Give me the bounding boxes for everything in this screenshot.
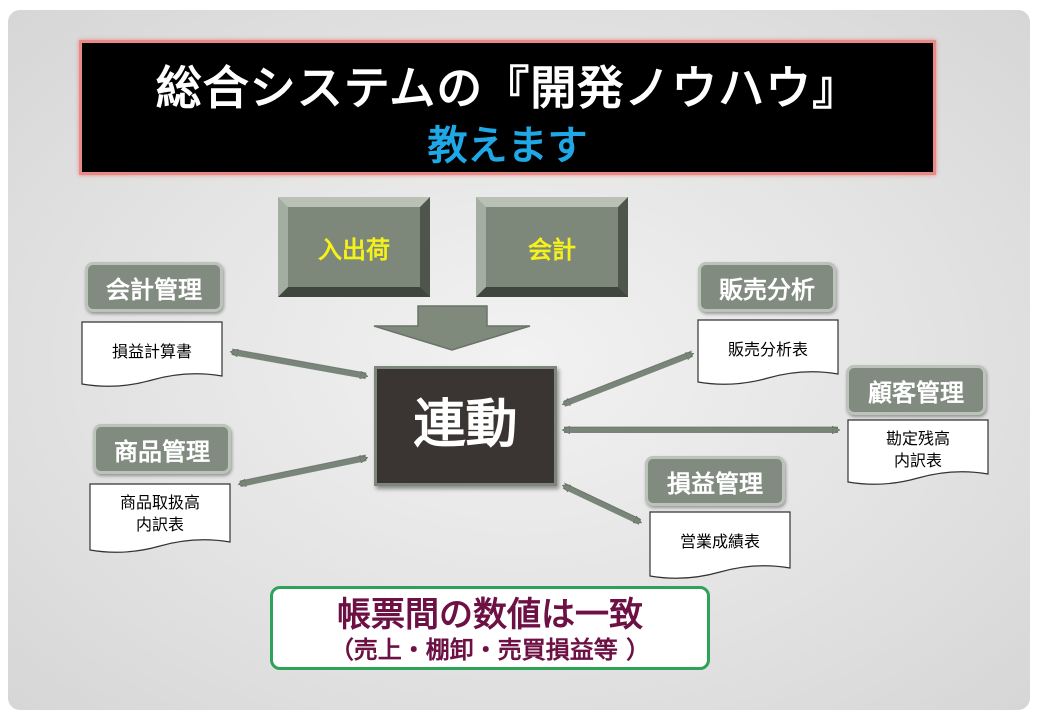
doc-sales-results: 営業成績表 [679, 532, 760, 551]
doc-shape-product-breakdown [89, 483, 231, 553]
banner-subtitle: 教えます [427, 123, 588, 169]
doc-shape-sales-analysis [697, 319, 839, 385]
center-linkage-box: 連動 [374, 366, 557, 486]
summary-sub: （売上・棚卸・売買損益等 ） [329, 636, 651, 664]
tag-accounting-management: 会計管理 [85, 262, 223, 312]
connector-sales [564, 351, 692, 407]
doc-shape-sales-results [649, 511, 791, 579]
doc-balance-breakdown-line2: 内訳表 [893, 451, 942, 470]
summary-box: 帳票間の数値は一致 （売上・棚卸・売買損益等 ） [270, 586, 710, 670]
doc-shape-income-statement [81, 321, 223, 387]
doc-shape-balance-breakdown [847, 419, 989, 485]
doc-sales-analysis: 販売分析表 [727, 340, 808, 359]
doc-product-breakdown: 商品取扱高 内訳表 [90, 492, 230, 536]
doc-balance-breakdown-line1: 勘定残高 [885, 429, 950, 448]
tag-profit-management: 損益管理 [645, 456, 785, 506]
summary-main: 帳票間の数値は一致 [337, 595, 643, 635]
source-box-shipping: 入出荷 [278, 197, 430, 297]
doc-product-breakdown-line2: 内訳表 [135, 515, 184, 534]
doc-product-breakdown-line1: 商品取扱高 [119, 493, 200, 512]
connector-products [240, 458, 366, 484]
connector-accounting [232, 352, 366, 376]
doc-income-statement: 損益計算書 [111, 342, 192, 361]
center-label: 連動 [413, 395, 518, 455]
title-banner: 総合システムの『開発ノウハウ』 教えます [79, 40, 936, 175]
source-box-accounting: 会計 [476, 197, 628, 297]
tag-product-management: 商品管理 [93, 424, 231, 474]
banner-title: 総合システムの『開発ノウハウ』 [155, 61, 860, 115]
doc-balance-breakdown: 勘定残高 内訳表 [848, 428, 988, 472]
merge-down-arrow [373, 305, 531, 351]
source-label-accounting: 会計 [528, 235, 576, 264]
source-label-shipping: 入出荷 [318, 235, 390, 264]
tag-customer-management: 顧客管理 [846, 365, 986, 415]
tag-sales-analysis: 販売分析 [698, 262, 836, 312]
connector-profit [564, 483, 640, 525]
